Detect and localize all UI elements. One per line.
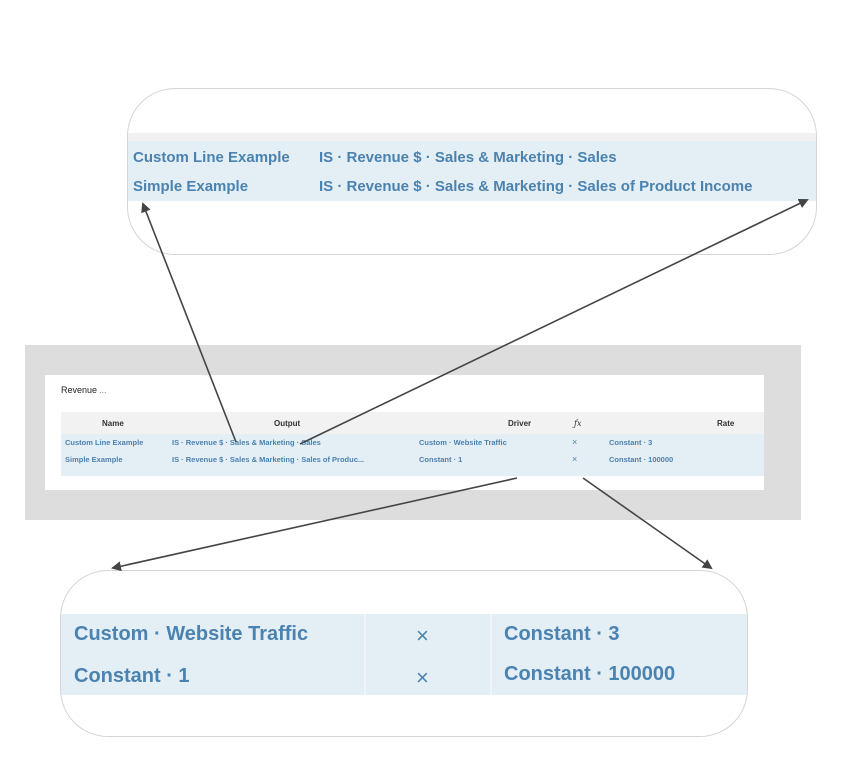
table-body: Custom Line Example IS · Revenue $ · Sal… [61, 434, 764, 476]
multiply-icon: × [416, 665, 429, 690]
table-row[interactable]: Custom Line Example IS · Revenue $ · Sal… [61, 437, 764, 451]
revenue-card: Revenue... Name Output Driver ƒx Rate Cu… [45, 375, 764, 490]
zoom-row: Custom Line Example IS · Revenue $ · Sal… [128, 143, 816, 172]
column-divider [364, 614, 366, 695]
column-header-fx[interactable]: ƒx [574, 419, 582, 428]
cell-driver[interactable]: Custom · Website Traffic [419, 438, 507, 447]
section-title: Revenue... [61, 385, 107, 395]
more-options-button[interactable]: ... [99, 385, 107, 395]
cell-driver[interactable]: Constant · 1 [419, 455, 463, 464]
zoom-row: Custom · Website Traffic × Constant · 3 [61, 623, 747, 663]
cell-output[interactable]: IS · Revenue $ · Sales & Marketing · Sal… [172, 455, 365, 464]
column-header-name[interactable]: Name [102, 419, 124, 428]
zoom-row: Simple Example IS · Revenue $ · Sales & … [128, 172, 816, 201]
zoom-row: Constant · 1 × Constant · 100000 [61, 663, 747, 705]
zoom-callout-driver-rate: Custom · Website Traffic × Constant · 3 … [60, 570, 748, 737]
cell-output[interactable]: IS · Revenue $ · Sales & Marketing · Sal… [172, 438, 321, 447]
cell-name[interactable]: Custom Line Example [65, 438, 144, 447]
cell-name[interactable]: Simple Example [65, 455, 123, 464]
row-output: IS · Revenue $ · Sales & Marketing · Sal… [319, 149, 617, 166]
column-header-driver[interactable]: Driver [508, 419, 532, 428]
row-driver: Constant · 1 [74, 665, 190, 687]
multiply-icon[interactable]: × [572, 437, 578, 447]
row-name: Simple Example [133, 178, 249, 195]
row-driver: Custom · Website Traffic [74, 623, 309, 645]
column-divider [490, 614, 492, 695]
screenshot-panel: Revenue... Name Output Driver ƒx Rate Cu… [25, 345, 801, 520]
row-rate: Constant · 100000 [504, 663, 676, 685]
column-header-rate[interactable]: Rate [717, 419, 735, 428]
section-title-text: Revenue [61, 385, 98, 395]
table-header: Name Output Driver ƒx Rate [61, 412, 764, 434]
row-output: IS · Revenue $ · Sales & Marketing · Sal… [319, 178, 753, 195]
header-strip [128, 133, 816, 141]
zoom-callout-output: Custom Line Example IS · Revenue $ · Sal… [127, 88, 817, 255]
zoom-rows [61, 614, 747, 695]
zoom-rows: Custom Line Example IS · Revenue $ · Sal… [128, 141, 816, 201]
row-name: Custom Line Example [133, 149, 290, 166]
multiply-icon: × [416, 623, 429, 648]
multiply-icon[interactable]: × [572, 454, 578, 464]
cell-rate[interactable]: Constant · 3 [609, 438, 653, 447]
column-header-output[interactable]: Output [274, 419, 301, 428]
cell-rate[interactable]: Constant · 100000 [609, 455, 674, 464]
row-rate: Constant · 3 [504, 623, 620, 645]
table-row[interactable]: Simple Example IS · Revenue $ · Sales & … [61, 454, 764, 468]
